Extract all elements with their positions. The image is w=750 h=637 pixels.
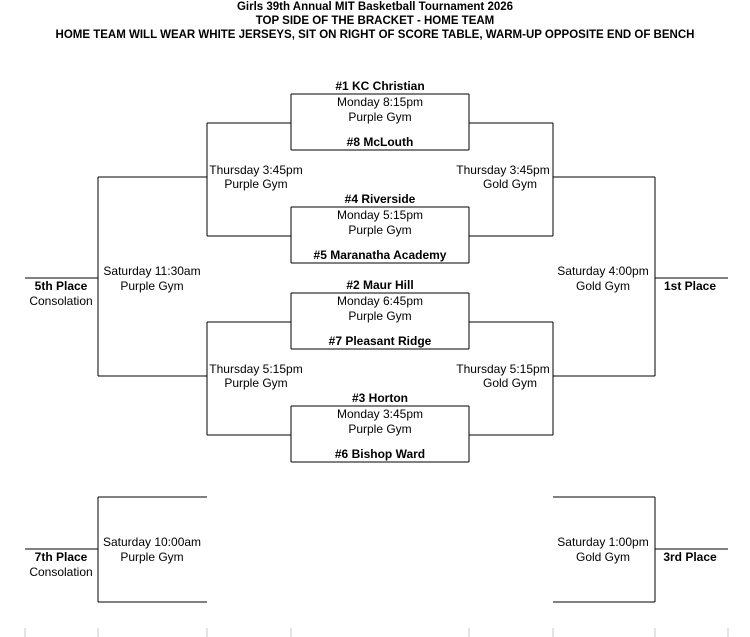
game-1-gym: Purple Gym	[348, 110, 412, 124]
game-1-home-team: #1 KC Christian	[335, 79, 425, 93]
game-4-away-team: #6 Bishop Ward	[334, 447, 426, 461]
seventh-place-label: 7th Place	[34, 550, 88, 564]
game-1-time: Monday 8:15pm	[336, 95, 424, 109]
consolation-semi-2-time: Thursday 5:15pm	[209, 362, 303, 376]
first-place-label: 1st Place	[663, 279, 717, 293]
home-team-note: HOME TEAM WILL WEAR WHITE JERSEYS, SIT O…	[55, 29, 695, 41]
fifth-place-game-gym: Purple Gym	[120, 279, 184, 293]
game-1-box	[290, 93, 470, 151]
game-2-box	[290, 206, 470, 264]
game-3-home-team: #2 Maur Hill	[346, 278, 414, 292]
semi-2-time: Thursday 5:15pm	[456, 362, 550, 376]
consolation-semi-1-gym: Purple Gym	[224, 177, 288, 191]
championship-game-time: Saturday 4:00pm	[557, 264, 649, 278]
game-3-gym: Purple Gym	[348, 309, 412, 323]
bracket-subtitle: TOP SIDE OF THE BRACKET - HOME TEAM	[255, 15, 495, 27]
game-1-away-team: #8 McLouth	[346, 135, 414, 149]
seventh-place-consolation-label: Consolation	[29, 565, 93, 579]
consolation-semi-2-gym: Purple Gym	[224, 376, 288, 390]
game-2-away-team: #5 Maranatha Academy	[313, 248, 447, 262]
game-4-gym: Purple Gym	[348, 422, 412, 436]
game-2-gym: Purple Gym	[348, 223, 412, 237]
game-4-time: Monday 3:45pm	[336, 407, 424, 421]
championship-game-gym: Gold Gym	[575, 279, 631, 293]
third-place-game-time: Saturday 1:00pm	[557, 535, 649, 549]
game-4-box	[290, 405, 470, 463]
game-3-box	[290, 292, 470, 350]
game-2-home-team: #4 Riverside	[344, 192, 416, 206]
game-3-away-team: #7 Pleasant Ridge	[328, 334, 432, 348]
third-place-label: 3rd Place	[663, 550, 717, 564]
tournament-title: Girls 39th Annual MIT Basketball Tournam…	[236, 1, 514, 13]
third-place-game-gym: Gold Gym	[575, 550, 631, 564]
consolation-semi-1-time: Thursday 3:45pm	[209, 163, 303, 177]
semi-1-time: Thursday 3:45pm	[456, 163, 550, 177]
fifth-place-game-time: Saturday 11:30am	[103, 264, 201, 278]
game-3-time: Monday 6:45pm	[336, 294, 424, 308]
fifth-place-label: 5th Place	[34, 279, 88, 293]
seventh-place-game-gym: Purple Gym	[120, 550, 184, 564]
semi-1-gym: Gold Gym	[482, 177, 538, 191]
game-2-time: Monday 5:15pm	[336, 208, 424, 222]
semi-2-gym: Gold Gym	[482, 376, 538, 390]
game-4-home-team: #3 Horton	[351, 391, 409, 405]
seventh-place-game-time: Saturday 10:00am	[102, 535, 202, 549]
fifth-place-consolation-label: Consolation	[29, 294, 93, 308]
